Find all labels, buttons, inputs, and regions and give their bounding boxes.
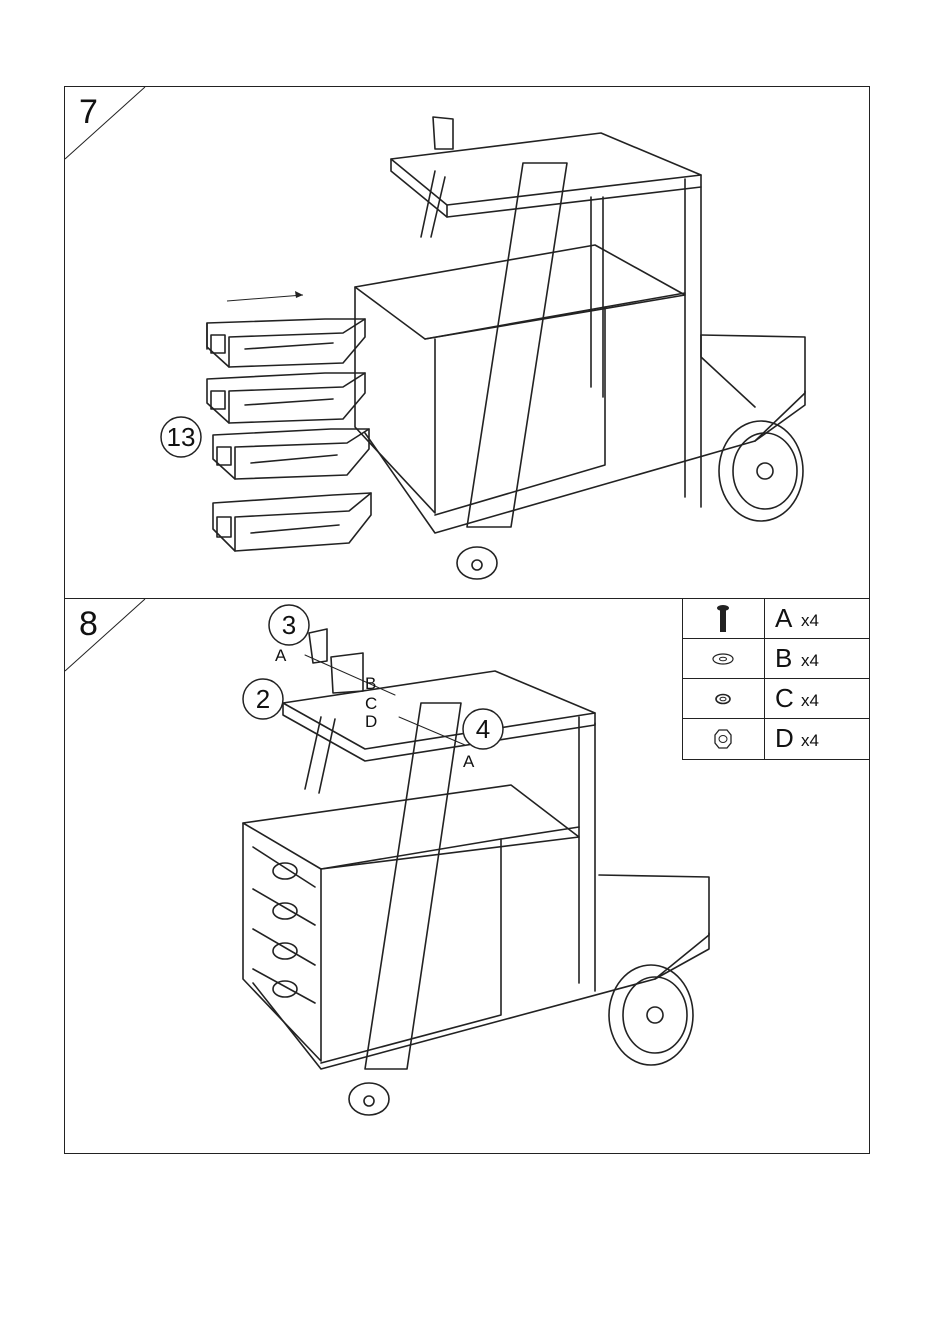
part-letter-d: D — [365, 712, 377, 731]
legend-letter: C — [775, 683, 794, 713]
part-letter-c: C — [365, 694, 377, 713]
legend-row-d: D x4 — [683, 719, 869, 759]
legend-row-a: A x4 — [683, 599, 869, 639]
corner-diagonal — [65, 87, 145, 159]
drawer — [213, 493, 371, 551]
callout-label: 3 — [282, 610, 296, 640]
legend-quantity: x4 — [801, 731, 819, 751]
legend-quantity: x4 — [801, 651, 819, 671]
legend-letter: D — [775, 723, 794, 753]
part-letter-a: A — [275, 646, 287, 665]
slide-direction-arrow — [227, 291, 303, 301]
legend-quantity: x4 — [801, 691, 819, 711]
callout-3: 3 — [269, 605, 309, 645]
hex-nut-icon — [683, 719, 765, 759]
legend-icon-cell — [683, 599, 765, 638]
bolt-icon — [683, 599, 765, 639]
legend-icon-cell — [683, 679, 765, 718]
callout-label: 4 — [476, 714, 490, 744]
callout-2: 2 — [243, 679, 283, 719]
callout-label: 2 — [256, 684, 270, 714]
trolley — [355, 117, 805, 579]
legend-quantity: x4 — [801, 611, 819, 631]
callout-4: 4 — [463, 709, 503, 749]
part-letter-b: B — [365, 674, 376, 693]
step-7-panel: 7 — [64, 86, 870, 600]
hardware-legend: A x4 B x4 C x4 D x4 — [682, 598, 870, 760]
trolley — [243, 629, 709, 1115]
drawer — [213, 429, 369, 479]
corner-diagonal — [65, 599, 145, 671]
flat-washer-icon — [683, 639, 765, 679]
drawer-stack — [207, 319, 371, 551]
drawer — [207, 319, 365, 367]
legend-icon-cell — [683, 639, 765, 678]
legend-letter: B — [775, 643, 792, 673]
legend-letter: A — [775, 603, 792, 633]
step-7-illustration: 13 — [65, 87, 871, 601]
callout-13: 13 — [161, 417, 201, 457]
drawer — [207, 373, 365, 423]
part-letter-a: A — [463, 752, 475, 771]
spring-washer-icon — [683, 679, 765, 719]
callout-label: 13 — [167, 422, 196, 452]
legend-row-b: B x4 — [683, 639, 869, 679]
legend-row-c: C x4 — [683, 679, 869, 719]
legend-icon-cell — [683, 719, 765, 759]
